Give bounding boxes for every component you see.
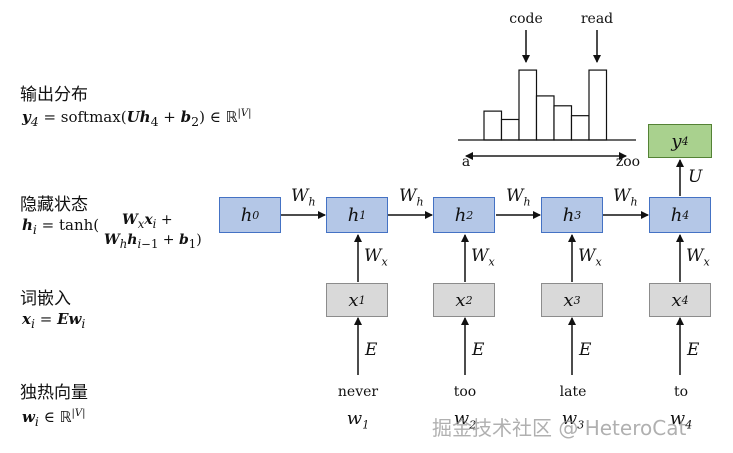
input-word-2: too <box>453 384 477 400</box>
weight-wh-1: Wh <box>291 186 316 209</box>
hidden-formula: hi = tanh( <box>22 216 100 237</box>
weight-e-3: E <box>579 340 592 360</box>
weight-wx-3: Wx <box>578 246 602 269</box>
axis-end-label: zoo <box>615 154 641 170</box>
watermark: 掘金技术社区 @ HeteroCat <box>432 416 687 440</box>
weight-u: U <box>688 167 703 187</box>
hidden-formula-line1: Wxxi + <box>122 212 173 231</box>
one-hot-w2: w2 <box>453 408 477 432</box>
hidden-formula-line2: Whhi−1 + b1) <box>104 232 202 251</box>
output-distribution-title: 输出分布 <box>20 85 88 105</box>
one-hot-w3: w3 <box>561 408 585 432</box>
output-histogram <box>483 69 608 141</box>
one-hot-title: 独热向量 <box>20 383 88 403</box>
word-embedding-title: 词嵌入 <box>20 289 71 309</box>
input-word-3: late <box>559 384 587 400</box>
one-hot-w1: w1 <box>346 408 370 432</box>
one-hot-formula: wi ∈ ℝ|V| <box>22 408 86 429</box>
read-label: read <box>580 11 614 27</box>
input-word-1: never <box>337 384 379 400</box>
weight-e-2: E <box>472 340 485 360</box>
histogram-bar <box>570 115 590 141</box>
output-formula: y4 = softmax(Uh4 + b2) ∈ ℝ|V| <box>22 108 252 129</box>
weight-wh-3: Wh <box>506 186 531 209</box>
code-label: code <box>509 11 543 27</box>
weight-e-4: E <box>687 340 700 360</box>
hidden-state-title: 隐藏状态 <box>20 195 88 215</box>
histogram-bar <box>553 105 573 141</box>
weight-wh-2: Wh <box>399 186 424 209</box>
histogram-bar <box>588 69 608 141</box>
histogram-bar <box>535 95 555 141</box>
weight-wx-2: Wx <box>471 246 495 269</box>
histogram-bar <box>483 110 503 141</box>
weight-wx-4: Wx <box>686 246 710 269</box>
one-hot-w4: w4 <box>669 408 693 432</box>
histogram-bar <box>518 69 538 141</box>
histogram-bar <box>500 118 520 141</box>
weight-wx-1: Wx <box>364 246 388 269</box>
weight-wh-4: Wh <box>613 186 638 209</box>
embedding-formula: xi = Ewi <box>22 310 86 331</box>
input-word-4: to <box>673 384 689 400</box>
weight-e-1: E <box>365 340 378 360</box>
axis-start-label: a <box>461 154 471 170</box>
